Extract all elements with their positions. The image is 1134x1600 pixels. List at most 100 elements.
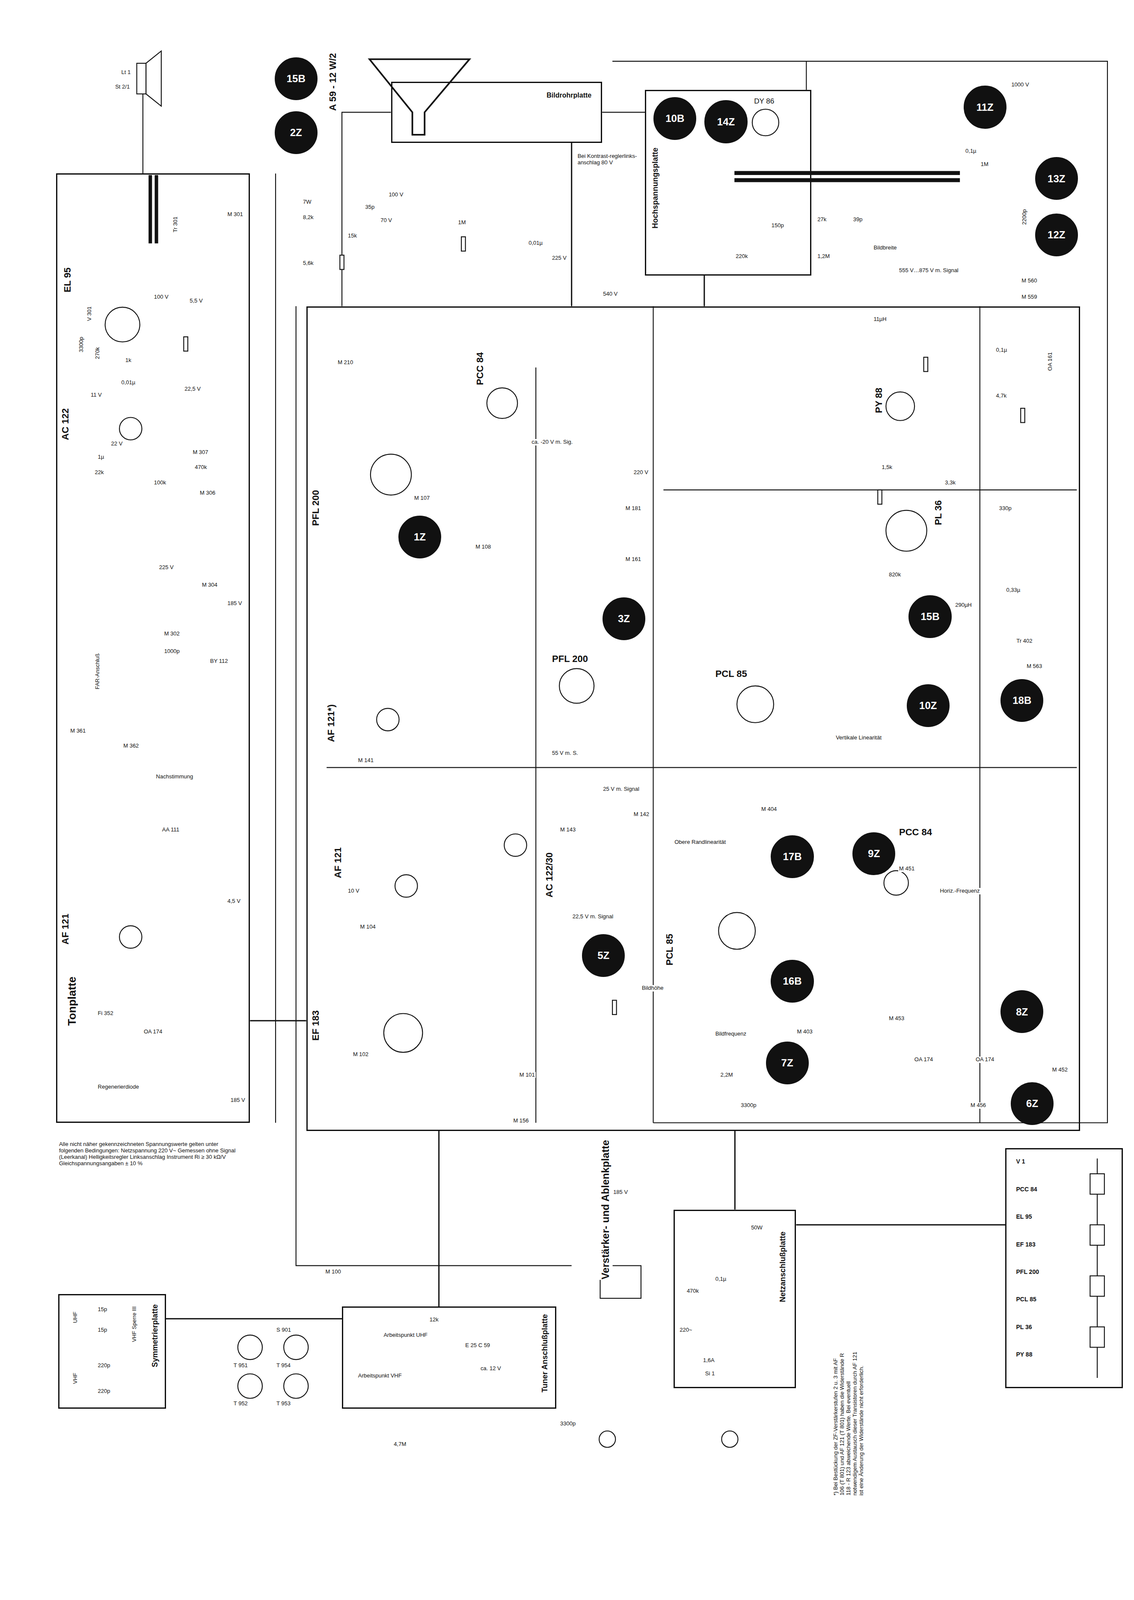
cabinet-hole	[721, 1430, 738, 1448]
oscillogram-disc: 8Z	[1000, 990, 1044, 1034]
board-title: Symmetrierplatte	[149, 1303, 161, 1368]
component-label: M 181	[624, 505, 642, 512]
component-label: Bildbreite	[872, 244, 898, 252]
oscillogram-number: 3Z	[617, 612, 630, 625]
component-label: 3,3k	[944, 479, 957, 487]
component-label: 2,2M	[719, 1071, 734, 1079]
oscillogram-disc: 6Z	[1010, 1082, 1054, 1126]
oscillogram-number: 12Z	[1047, 228, 1066, 241]
tube-name: PCL 85	[1015, 1295, 1038, 1304]
wire	[275, 173, 277, 1123]
component-label: Lt 1	[120, 69, 132, 76]
resistor-symbol	[923, 357, 929, 372]
oscillogram-disc: 10B	[653, 97, 697, 140]
component-label: 1,5k	[880, 464, 894, 471]
wire-connector	[734, 1131, 736, 1210]
component-label: 11 V	[89, 391, 103, 399]
heater-symbol	[1089, 1224, 1105, 1246]
transistor-symbol	[394, 874, 418, 897]
tube-name: EL 95	[1015, 1212, 1034, 1221]
component-label: Vertikale Linearität	[834, 734, 883, 742]
component-label: 185 V	[226, 600, 244, 607]
component-label: 220~	[678, 1326, 693, 1334]
oscillogram-disc: 2Z	[274, 111, 318, 155]
component-label: M 101	[518, 1071, 536, 1079]
component-label: E 25 C 59	[464, 1342, 491, 1349]
component-label: AF 121*)	[324, 704, 338, 743]
component-label: OA 161	[1046, 352, 1055, 371]
component-label: St 2/1	[114, 83, 131, 91]
speaker-symbol	[145, 50, 162, 107]
oscillogram-number: 17B	[783, 850, 802, 863]
oscillogram-number: 13Z	[1047, 172, 1066, 185]
oscillogram-number: 7Z	[781, 1056, 794, 1069]
component-label: 27k	[816, 216, 828, 223]
component-label: Fi 352	[97, 1010, 115, 1017]
component-label: 15p	[97, 1326, 109, 1334]
channel-button	[283, 1373, 309, 1399]
component-label: VHF Sperre III	[130, 1306, 139, 1342]
component-label: M 451	[898, 865, 916, 873]
component-label: 270k	[93, 347, 102, 360]
component-label: 3300p	[77, 336, 86, 353]
component-label: 4,5 V	[226, 898, 242, 905]
oscillogram-number: 11Z	[976, 101, 994, 114]
cabinet-hole	[599, 1430, 616, 1448]
component-label: 100 V	[387, 191, 404, 199]
board-title: Tonplatte	[64, 976, 81, 1027]
component-label: 1000 V	[1010, 81, 1030, 89]
component-label: M 301	[226, 211, 244, 218]
component-label: A 59 - 12 W/2	[326, 53, 339, 111]
wire	[326, 767, 1077, 769]
component-label: T 954	[275, 1362, 292, 1369]
component-label: M 361	[69, 727, 87, 735]
wire-connector	[570, 142, 573, 307]
component-label: V 301	[85, 306, 94, 321]
transformer-core	[148, 175, 152, 243]
component-label: Regenerierdiode	[97, 1083, 140, 1091]
resistor-symbol	[339, 255, 345, 270]
oscillogram-disc: 1Z	[398, 515, 442, 559]
resistor-symbol	[1020, 408, 1025, 423]
tube-name: EF 183	[1015, 1240, 1037, 1249]
component-label: ca. -20 V m. Sig.	[530, 439, 574, 446]
circuit-board: Hochspannungsplatte10B14Z	[644, 89, 812, 276]
component-label: 15k	[347, 232, 358, 240]
tube-symbol	[885, 510, 927, 552]
component-label: 225 V	[551, 255, 568, 262]
component-label: M 560	[1020, 277, 1038, 285]
component-label: 8,2k	[302, 214, 315, 221]
wire	[979, 306, 981, 1123]
tube-name: PFL 200	[1015, 1267, 1041, 1276]
component-label: T 952	[232, 1400, 249, 1408]
tube-symbol	[884, 870, 909, 896]
heater-symbol	[1089, 1173, 1105, 1195]
component-label: Bei Kontrast-reglerlinks-anschlag 80 V	[576, 153, 640, 167]
oscillogram-disc: 11Z	[963, 85, 1007, 129]
oscillogram-number: 10Z	[919, 699, 937, 712]
tube-symbol	[486, 387, 518, 419]
component-label: M 104	[359, 923, 377, 931]
component-label: 3300p	[739, 1102, 757, 1109]
resistor-symbol	[612, 1000, 617, 1015]
component-label: Obere Randlinearität	[673, 839, 727, 846]
component-label: PFL 200	[309, 489, 322, 526]
board-title: Verstärker- und Ablenkplatte	[598, 1139, 613, 1280]
component-label: 470k	[193, 464, 208, 471]
oscillogram-disc: 15B	[908, 595, 952, 639]
hv-transformer-core	[734, 178, 960, 182]
component-label: M 156	[512, 1117, 530, 1125]
component-label: AF 121	[59, 913, 72, 945]
channel-button	[237, 1373, 263, 1399]
component-label: 50W	[750, 1224, 764, 1232]
component-label: *) Bei Bestückung der ZF-Verstärkerstufe…	[831, 1347, 866, 1496]
transformer-core	[155, 175, 158, 243]
component-label: 11µH	[872, 316, 888, 323]
wire	[663, 489, 1077, 491]
component-label: 100 V	[153, 293, 170, 301]
circuit-board: Netzanschlußplatte	[673, 1209, 796, 1389]
channel-button	[283, 1335, 309, 1360]
component-label: 0,33µ	[1005, 587, 1022, 594]
